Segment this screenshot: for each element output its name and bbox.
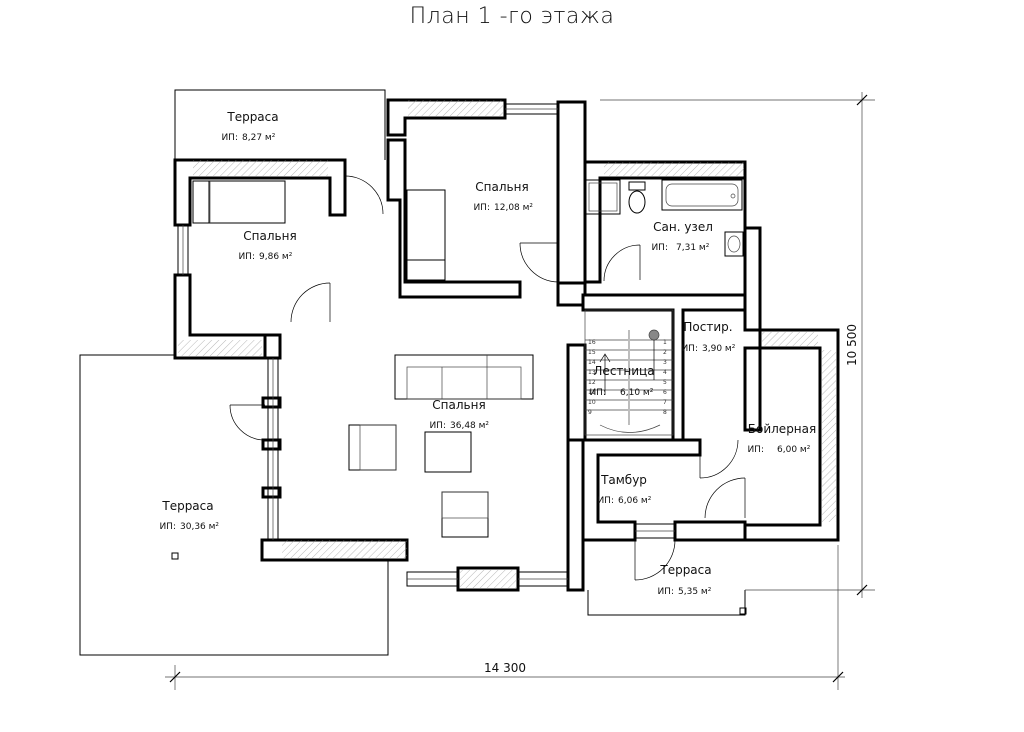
step-label: 4 bbox=[663, 369, 667, 376]
room-name: Терраса bbox=[161, 499, 213, 513]
room-area-label: ИП: bbox=[221, 133, 238, 143]
room-area: 6,10 м² bbox=[620, 388, 654, 398]
room-label-terrace-bottom: Терраса ИП: 5,35 м² bbox=[657, 563, 711, 597]
dimension-height: 10 500 bbox=[600, 92, 875, 598]
room-area: 30,36 м² bbox=[180, 522, 219, 532]
plan-title: План 1 -го этажа bbox=[409, 4, 615, 29]
room-area: 3,90 м² bbox=[702, 344, 736, 354]
terrace-bottom bbox=[587, 590, 747, 616]
step-label: 3 bbox=[663, 359, 667, 366]
room-label-tambour: Тамбур ИП: 6,06 м² bbox=[597, 473, 651, 506]
room-area-label: ИП: bbox=[429, 421, 446, 431]
step-label: 13 bbox=[588, 369, 596, 376]
staircase: 16 15 14 13 12 11 10 9 8 7 6 5 4 3 2 1 bbox=[584, 309, 674, 436]
step-label: 16 bbox=[588, 339, 596, 346]
bed-medium bbox=[406, 189, 446, 281]
doors bbox=[229, 175, 746, 581]
room-label-stairs: Лестница ИП: 6,10 м² bbox=[589, 364, 654, 398]
room-label-terrace-left: Терраса ИП: 30,36 м² bbox=[159, 499, 219, 532]
room-name: Бойлерная bbox=[748, 422, 816, 436]
step-label: 11 bbox=[588, 389, 596, 396]
room-name: Спальня bbox=[475, 180, 528, 194]
room-area-label: ИП: bbox=[159, 522, 176, 532]
bathroom-fixtures bbox=[585, 179, 744, 257]
terrace-left bbox=[79, 354, 389, 656]
room-name: Лестница bbox=[593, 364, 654, 378]
step-label: 9 bbox=[588, 409, 592, 416]
room-label-terrace-top: Терраса ИП: 8,27 м² bbox=[221, 110, 278, 143]
room-area: 9,86 м² bbox=[259, 252, 293, 262]
room-area-label: ИП: bbox=[657, 587, 674, 597]
dimension-width-label: 14 300 bbox=[484, 661, 526, 675]
room-area: 36,48 м² bbox=[450, 421, 489, 431]
room-label-bathroom: Сан. узел ИП: 7,31 м² bbox=[651, 220, 712, 253]
room-name: Спальня bbox=[243, 229, 296, 243]
room-area: 8,27 м² bbox=[242, 133, 276, 143]
room-area: 6,06 м² bbox=[618, 496, 652, 506]
dimension-width: 14 300 bbox=[165, 545, 845, 690]
step-label: 14 bbox=[588, 359, 596, 366]
dimension-height-label: 10 500 bbox=[845, 324, 859, 366]
room-area-label: ИП: bbox=[681, 344, 698, 354]
step-label: 12 bbox=[588, 379, 596, 386]
room-area-label: ИП: bbox=[238, 252, 255, 262]
window-segments bbox=[177, 103, 676, 587]
step-label: 1 bbox=[663, 339, 667, 346]
column-marker bbox=[171, 552, 179, 560]
step-label: 2 bbox=[663, 349, 667, 356]
room-name: Постир. bbox=[683, 320, 732, 334]
bed-small bbox=[192, 180, 286, 224]
room-label-living: Спальня ИП: 36,48 м² bbox=[429, 398, 489, 431]
room-area-label: ИП: bbox=[747, 445, 764, 455]
terrace-top-left bbox=[174, 89, 386, 160]
step-label: 7 bbox=[663, 399, 667, 406]
step-label: 5 bbox=[663, 379, 667, 386]
room-name: Спальня bbox=[432, 398, 485, 412]
room-name: Сан. узел bbox=[653, 220, 713, 234]
wall-hatch bbox=[178, 100, 836, 588]
step-label: 8 bbox=[663, 409, 667, 416]
room-name: Терраса bbox=[659, 563, 711, 577]
room-area: 7,31 м² bbox=[676, 243, 710, 253]
room-area-label: ИП: bbox=[597, 496, 614, 506]
sofa bbox=[394, 354, 534, 400]
room-area: 6,00 м² bbox=[777, 445, 811, 455]
room-label-bedroom-small: Спальня ИП: 9,86 м² bbox=[238, 229, 296, 262]
step-label: 10 bbox=[588, 399, 596, 406]
room-area-label: ИП: bbox=[473, 203, 490, 213]
room-area: 12,08 м² bbox=[494, 203, 533, 213]
room-name: Тамбур bbox=[600, 473, 647, 487]
room-area: 5,35 м² bbox=[678, 587, 712, 597]
step-label: 15 bbox=[588, 349, 596, 356]
step-label: 6 bbox=[663, 389, 667, 396]
room-area-label: ИП: bbox=[651, 243, 668, 253]
room-label-bedroom-medium: Спальня ИП: 12,08 м² bbox=[473, 180, 533, 213]
room-label-laundry: Постир. ИП: 3,90 м² bbox=[681, 320, 735, 354]
room-area-label: ИП: bbox=[589, 388, 606, 398]
room-name: Терраса bbox=[226, 110, 278, 124]
room-label-boiler: Бойлерная ИП: 6,00 м² bbox=[747, 422, 816, 455]
living-furniture bbox=[348, 424, 489, 538]
